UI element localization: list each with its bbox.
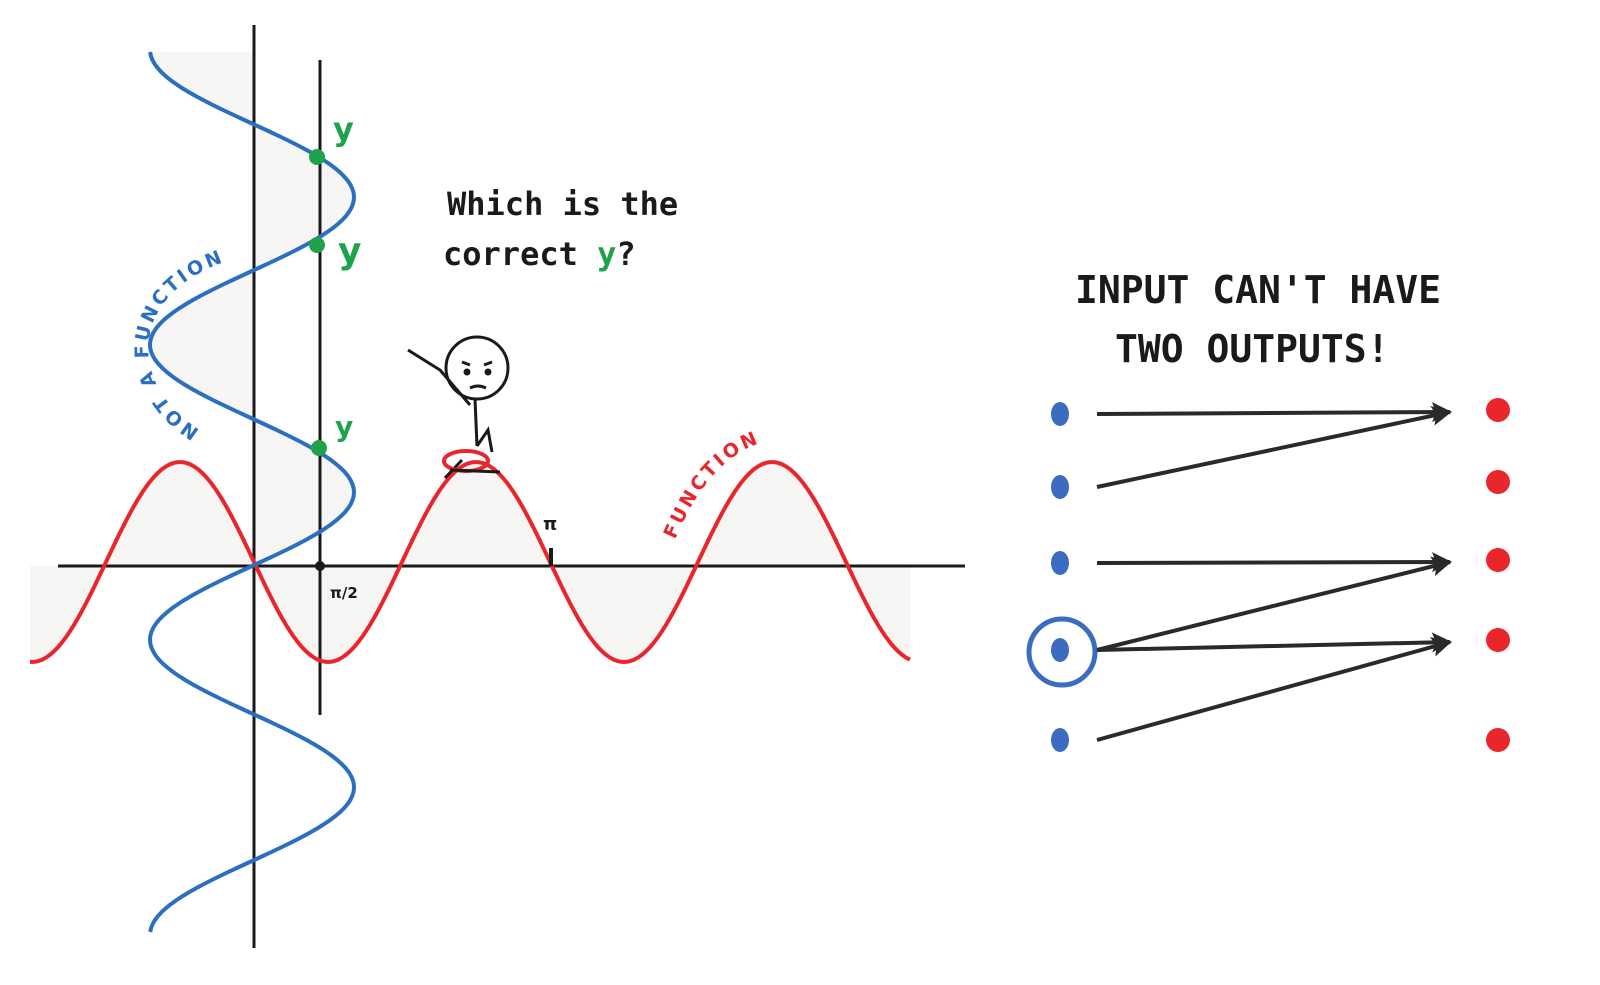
mapping-arrow [1096,405,1452,489]
mapping-arrow [1096,402,1452,423]
pi-half-label: π/2 [330,584,358,602]
y-label: y [333,110,354,148]
question-line-2: correct y? [443,235,636,273]
stick-figure [407,335,510,480]
pi-label: π [543,514,557,535]
input-output-mapping [1026,398,1510,752]
y-label: y [338,231,361,272]
y-label: y [335,410,353,443]
function-sine-curve [30,460,911,664]
output-dot [1486,628,1510,652]
relation-area-shading [150,52,354,566]
intersection-point [309,237,325,253]
input-dot [1051,402,1069,426]
not-function-sideways-curve [147,51,357,933]
output-dot [1486,728,1510,752]
output-dot [1486,398,1510,422]
output-dot [1486,548,1510,572]
question-line-1: Which is the [447,185,678,223]
mapping-arrow [1096,552,1452,573]
intersection-point [311,440,327,456]
input-dot [1051,475,1069,499]
input-dot [1051,728,1069,752]
rule-line-2: TWO OUTPUTS! [1115,327,1390,371]
highlighted-input-circle [1026,616,1098,688]
mapping-arrow [1096,637,1452,742]
mapping-arrow [1096,556,1452,652]
rule-line-1: INPUT CAN'T HAVE [1075,268,1441,312]
output-dot [1486,470,1510,494]
intersection-point [309,149,325,165]
mapping-arrow [1096,632,1452,653]
function-area-shading [30,462,910,662]
pi-half-tick [315,561,325,571]
input-dot [1051,551,1069,575]
input-dot [1051,638,1069,662]
